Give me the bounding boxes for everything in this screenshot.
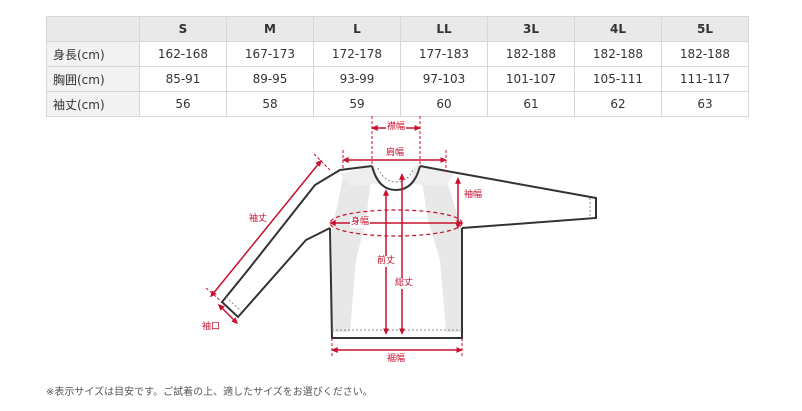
table-cell: 58: [226, 91, 314, 117]
label-neck-width: 襟幅: [386, 122, 407, 133]
sleeve-length-guide-bottom: [205, 287, 223, 303]
label-hem-width: 裾幅: [386, 354, 407, 365]
table-cell: 97-103: [400, 66, 488, 92]
left-cuff-stitch: [225, 296, 242, 312]
shirt-yoke-left: [340, 165, 380, 186]
label-total-length: 総丈: [394, 278, 415, 289]
table-cell: 63: [661, 91, 749, 117]
table-cell: 61: [487, 91, 575, 117]
table-cell: 172-178: [313, 41, 401, 67]
garment-measurement-diagram: 襟幅 肩幅 袖幅 袖丈 身幅 前丈 総丈 袖口 裾幅: [0, 110, 802, 380]
label-cuff: 袖口: [201, 322, 222, 333]
table-cell: 93-99: [313, 66, 401, 92]
size-header-l: L: [313, 16, 401, 42]
size-header-m: M: [226, 16, 314, 42]
table-cell: 182-188: [487, 41, 575, 67]
label-front-length: 前丈: [376, 256, 397, 267]
shirt-illustration: [205, 116, 597, 358]
row-label-chest: 胸囲(cm): [46, 66, 140, 92]
label-sleeve-length: 袖丈: [248, 214, 269, 225]
table-cell: 111-117: [661, 66, 749, 92]
label-shoulder-width: 肩幅: [385, 148, 406, 159]
sleeve-length-arrow: [210, 159, 322, 298]
table-row: 身長(cm) 162-168 167-173 172-178 177-183 1…: [46, 41, 749, 67]
row-label-sleeve: 袖丈(cm): [46, 91, 140, 117]
table-cell: 101-107: [487, 66, 575, 92]
shirt-body-outline: [329, 227, 463, 339]
size-header-4l: 4L: [574, 16, 662, 42]
size-header-s: S: [139, 16, 227, 42]
table-corner-cell: [46, 16, 140, 42]
shirt-yoke-right: [410, 165, 454, 186]
shirt-side-panel-right: [420, 170, 462, 332]
size-header-ll: LL: [400, 16, 488, 42]
table-cell: 85-91: [139, 66, 227, 92]
table-cell: 182-188: [574, 41, 662, 67]
table-cell: 62: [574, 91, 662, 117]
size-header-5l: 5L: [661, 16, 749, 42]
table-cell: 89-95: [226, 66, 314, 92]
label-body-width: 身幅: [350, 217, 371, 228]
shirt-right-sleeve-outline: [419, 165, 597, 229]
shirt-collar-outline: [371, 165, 421, 192]
cuff-arrow: [217, 303, 239, 325]
table-cell: 162-168: [139, 41, 227, 67]
label-sleeve-width: 袖幅: [463, 190, 484, 201]
table-cell: 167-173: [226, 41, 314, 67]
size-header-3l: 3L: [487, 16, 575, 42]
size-chart-table: S M L LL 3L 4L 5L 身長(cm) 162-168 167-173…: [46, 16, 749, 117]
table-cell: 182-188: [661, 41, 749, 67]
shirt-collar-inner: [377, 167, 415, 183]
table-row: 袖丈(cm) 56 58 59 60 61 62 63: [46, 91, 749, 117]
table-cell: 60: [400, 91, 488, 117]
shirt-side-panel-left: [332, 170, 372, 332]
table-row: 胸囲(cm) 85-91 89-95 93-99 97-103 101-107 …: [46, 66, 749, 92]
size-header-row: S M L LL 3L 4L 5L: [46, 16, 749, 42]
size-disclaimer-note: ※表示サイズは目安です。ご試着の上、適したサイズをお選びください。: [46, 387, 373, 398]
sleeve-length-guide-top: [313, 153, 331, 171]
table-cell: 177-183: [400, 41, 488, 67]
table-cell: 105-111: [574, 66, 662, 92]
row-label-height: 身長(cm): [46, 41, 140, 67]
